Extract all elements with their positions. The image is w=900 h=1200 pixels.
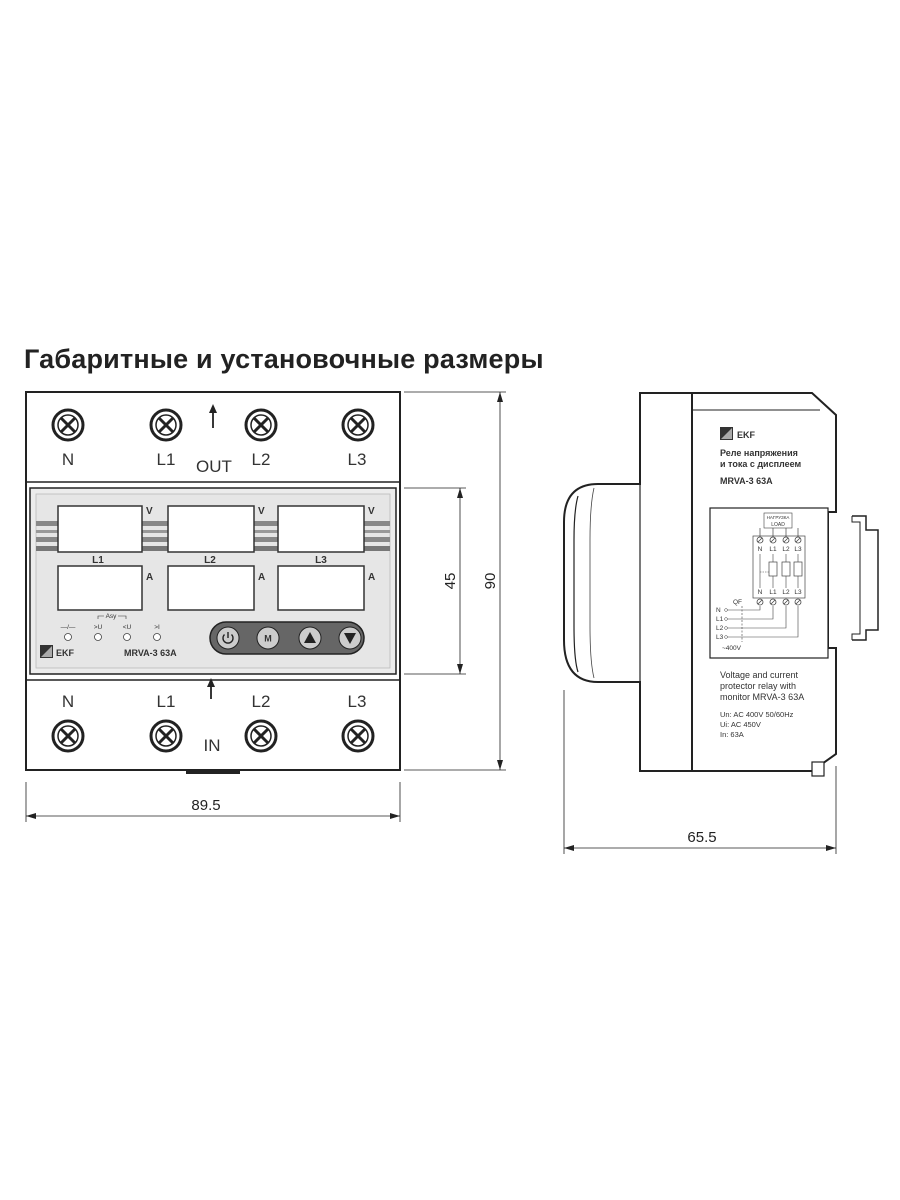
side-desc-line3: monitor MRVA-3 63A xyxy=(720,692,804,702)
qf-label: QF xyxy=(733,599,742,606)
front-view: N L1 L2 L3 OUT V V V L1 L2 L3 xyxy=(25,391,401,774)
voltage-unit-l1: V xyxy=(146,506,153,517)
schematic-col-l1-top: L1 xyxy=(769,546,777,553)
triangle-up-icon xyxy=(304,632,316,643)
side-brand-text: EKF xyxy=(737,430,756,440)
phase-label-l1: L1 xyxy=(92,555,104,566)
terminal-screw-l3-top xyxy=(341,408,375,442)
terminal-screw-n-top xyxy=(51,408,85,442)
indicator-label-under-voltage: <U xyxy=(123,624,132,631)
line-label-l2: L2 xyxy=(716,625,724,632)
schematic-col-l2-bottom: L2 xyxy=(782,589,790,596)
line-label-n: N xyxy=(716,607,721,614)
current-display-l3 xyxy=(277,565,365,611)
indicator-group: Asy —/— >U <U >I xyxy=(61,613,161,641)
terminal-label-bottom-l2: L2 xyxy=(252,692,271,711)
terminal-screw-n-bottom xyxy=(51,719,85,753)
terminal-screw-l1-top xyxy=(149,408,183,442)
led-over-current xyxy=(153,633,161,641)
in-label: IN xyxy=(204,736,221,755)
brand-text: EKF xyxy=(56,648,75,658)
button-bar xyxy=(209,621,365,655)
phase-label-l3: L3 xyxy=(315,555,327,566)
terminal-label-bottom-l3: L3 xyxy=(348,692,367,711)
current-unit-l2: A xyxy=(258,572,265,583)
spec-un: Un: AC 400V 50/60Hz xyxy=(720,710,794,719)
terminal-label-bottom-n: N xyxy=(62,692,74,711)
side-model-text: MRVA-3 63A xyxy=(720,476,773,486)
terminal-screw-l1-bottom xyxy=(149,719,183,753)
down-button[interactable] xyxy=(338,626,362,650)
dimension-width-label: 89.5 xyxy=(191,797,220,814)
page-title: Габаритные и установочные размеры xyxy=(24,344,544,374)
current-display-l2 xyxy=(167,565,255,611)
schematic-col-l3-top: L3 xyxy=(794,546,802,553)
side-product-line2: и тока с дисплеем xyxy=(720,459,802,469)
terminal-screw-l3-bottom xyxy=(341,719,375,753)
load-label-en: LOAD xyxy=(771,522,785,528)
supply-label: ~400V xyxy=(722,645,742,652)
phase-label-l2: L2 xyxy=(204,555,216,566)
side-desc-line2: protector relay with xyxy=(720,681,796,691)
menu-button[interactable]: M xyxy=(256,626,280,650)
out-arrow-icon xyxy=(209,404,217,428)
dimension-depth-label: 65.5 xyxy=(687,829,716,846)
side-view: EKF Реле напряжения и тока с дисплеем MR… xyxy=(563,392,879,777)
schematic-col-n-bottom: N xyxy=(758,589,763,596)
terminal-label-top-l1: L1 xyxy=(157,450,176,469)
voltage-display-l3 xyxy=(277,505,365,553)
voltage-unit-l3: V xyxy=(368,506,375,517)
current-unit-l1: A xyxy=(146,572,153,583)
line-label-l1: L1 xyxy=(716,616,724,623)
load-label-ru: НАГРУЗКА xyxy=(767,515,790,520)
current-display-l1 xyxy=(57,565,143,611)
triangle-down-icon xyxy=(344,633,356,644)
terminal-label-bottom-l1: L1 xyxy=(157,692,176,711)
voltage-display-l2 xyxy=(167,505,255,553)
schematic-col-l1-bottom: L1 xyxy=(769,589,777,596)
indicator-label-over-current: >I xyxy=(154,624,160,631)
led-over-voltage xyxy=(94,633,102,641)
model-text: MRVA-3 63A xyxy=(124,648,177,658)
line-label-l3: L3 xyxy=(716,634,724,641)
power-button[interactable] xyxy=(216,626,240,650)
side-ekf-logo: EKF xyxy=(720,427,756,440)
side-dimensions: 65.5 xyxy=(563,690,837,854)
current-unit-l3: A xyxy=(368,572,375,583)
terminal-screw-l2-bottom xyxy=(244,719,278,753)
ekf-logo: EKF xyxy=(40,645,75,658)
terminal-label-top-n: N xyxy=(62,450,74,469)
spec-in: In: 63A xyxy=(720,730,744,739)
power-icon xyxy=(222,632,234,644)
side-desc-line1: Voltage and current xyxy=(720,670,799,680)
led-switch xyxy=(64,633,72,641)
indicator-label-switch: —/— xyxy=(61,624,76,631)
led-under-voltage xyxy=(123,633,131,641)
schematic-col-l2-top: L2 xyxy=(782,546,790,553)
asy-label: Asy xyxy=(106,613,118,620)
indicator-label-over-voltage: >U xyxy=(94,624,103,631)
schematic-col-n-top: N xyxy=(758,546,763,553)
schematic-col-l3-bottom: L3 xyxy=(794,589,802,596)
terminal-screw-l2-top xyxy=(244,408,278,442)
dimension-window-height-label: 45 xyxy=(442,573,459,590)
terminal-label-top-l2: L2 xyxy=(252,450,271,469)
in-arrow-icon xyxy=(207,678,215,699)
wiring-schematic xyxy=(709,507,829,659)
out-label: OUT xyxy=(196,457,232,476)
dimension-height-label: 90 xyxy=(482,573,499,590)
menu-button-label: M xyxy=(264,634,272,644)
up-button[interactable] xyxy=(298,626,322,650)
side-housing-left xyxy=(563,392,693,772)
voltage-unit-l2: V xyxy=(258,506,265,517)
side-product-line1: Реле напряжения xyxy=(720,448,798,458)
spec-ui: Ui: AC 450V xyxy=(720,720,761,729)
voltage-display-l1 xyxy=(57,505,143,553)
front-dimensions: 89.5 90 45 xyxy=(25,391,506,822)
terminal-label-top-l3: L3 xyxy=(348,450,367,469)
